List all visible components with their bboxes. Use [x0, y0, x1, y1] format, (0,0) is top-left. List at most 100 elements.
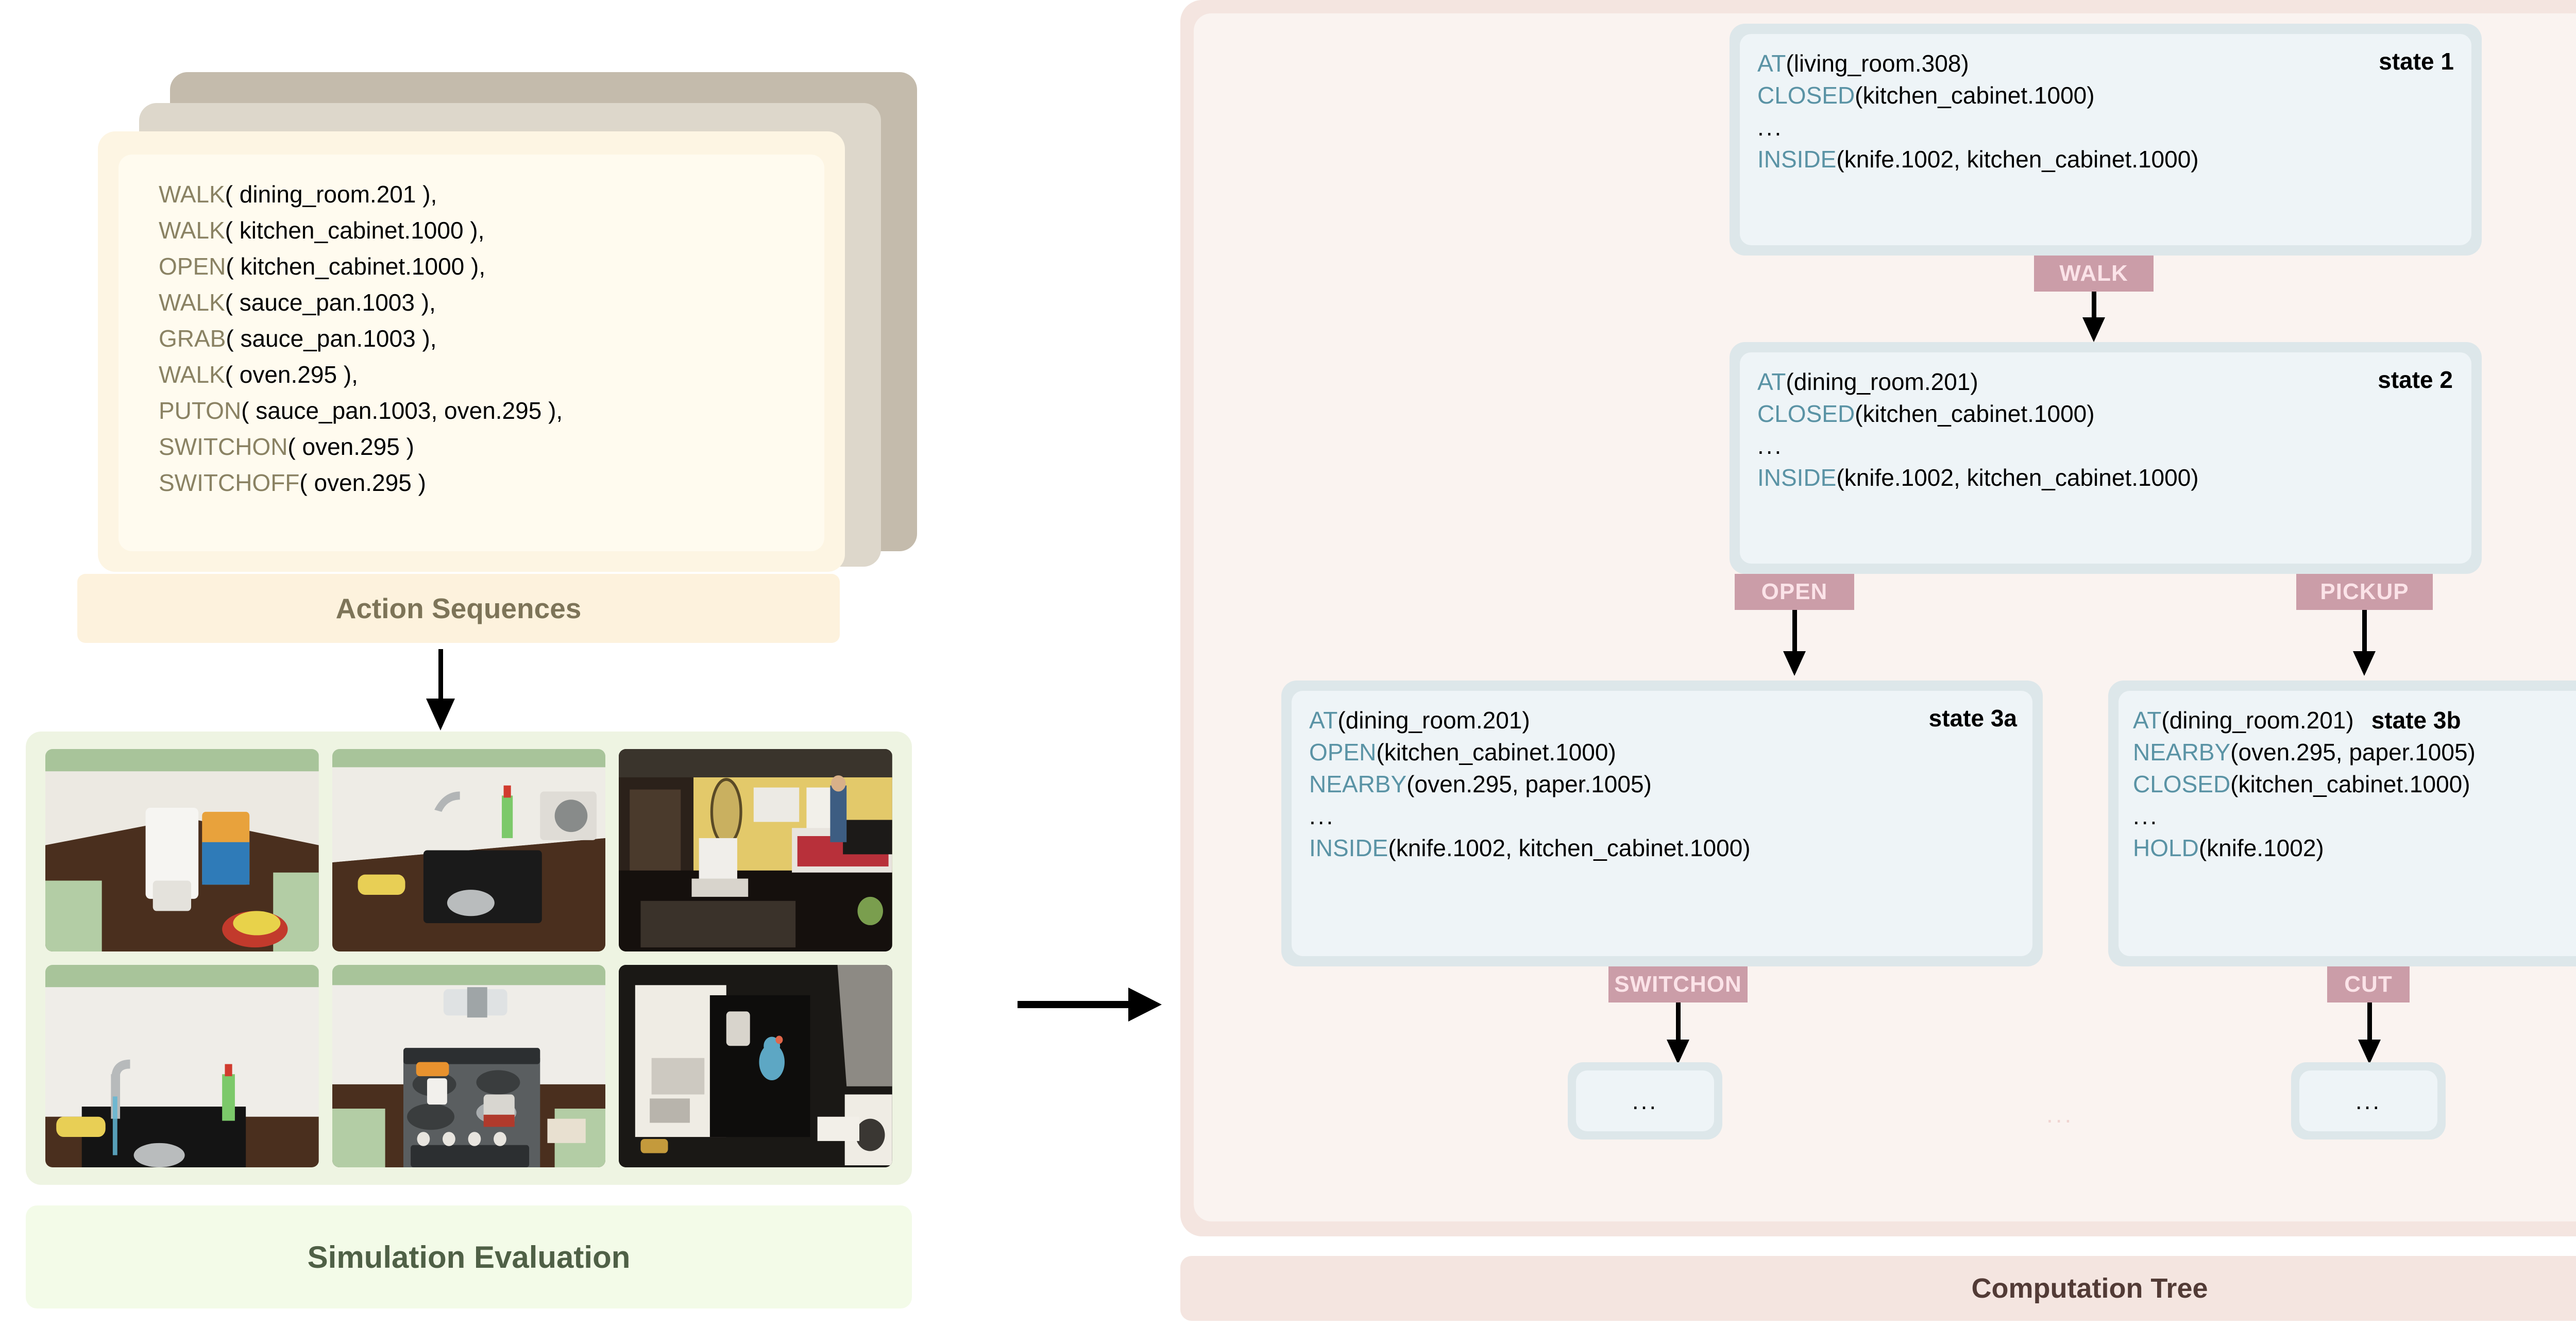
predicate-name: AT	[1757, 368, 1786, 395]
predicate-args: (kitchen_cabinet.1000)	[2230, 771, 2470, 797]
predicate-name: NEARBY	[1309, 771, 1407, 797]
state-node-3b[interactable]: AT(dining_room.201) state 3b NEARBY(oven.…	[2108, 681, 2576, 966]
down-arrow-icon	[2349, 1002, 2390, 1064]
action-sequence-code-block: WALK( dining_room.201 ), WALK( kitchen_c…	[118, 155, 824, 551]
predicate-name: CLOSED	[1757, 400, 1855, 427]
action-args: ( sauce_pan.1003 ),	[225, 289, 436, 316]
action-args: ( oven.295 ),	[225, 361, 358, 388]
predicate-name: AT	[1757, 50, 1786, 77]
state-node-ellipsis-left[interactable]: ...	[1568, 1062, 1722, 1140]
predicate-args: (dining_room.201)	[1337, 707, 1530, 734]
state-node-ellipsis-right[interactable]: ...	[2291, 1062, 2446, 1140]
action-verb: WALK	[159, 217, 225, 244]
state-node-3a[interactable]: AT(dining_room.201) OPEN(kitchen_cabinet…	[1281, 681, 2043, 966]
simulation-evaluation-caption-text: Simulation Evaluation	[307, 1239, 631, 1274]
list-item	[619, 749, 892, 951]
predicate-line: INSIDE(knife.1002, kitchen_cabinet.1000)	[1757, 143, 2454, 175]
action-line: WALK( oven.295 ),	[159, 356, 824, 393]
list-item	[619, 965, 892, 1167]
predicate-name: CLOSED	[1757, 82, 1855, 109]
list-item	[45, 965, 319, 1167]
list-item	[332, 749, 606, 951]
list-item	[332, 965, 606, 1167]
predicate-ellipsis: ...	[1757, 114, 1784, 141]
predicate-name: INSIDE	[1757, 464, 1837, 491]
predicate-name: OPEN	[1309, 739, 1377, 766]
list-item	[45, 749, 319, 951]
predicate-args: (kitchen_cabinet.1000)	[1376, 739, 1616, 766]
action-args: ( oven.295 )	[287, 433, 414, 460]
predicate-args: (dining_room.201)	[2161, 707, 2354, 734]
action-verb: WALK	[159, 289, 225, 316]
predicate-line: AT(dining_room.201) state 3b	[2133, 704, 2576, 736]
action-sequences-caption: Action Sequences	[77, 574, 840, 643]
predicate-line: CLOSED(kitchen_cabinet.1000)	[1757, 79, 2454, 111]
state-label: state 3b	[2371, 707, 2461, 734]
state-ellipsis-label: ...	[1632, 1087, 1658, 1114]
predicate-name: INSIDE	[1309, 835, 1388, 861]
action-chip-label: PICKUP	[2320, 579, 2409, 604]
predicate-line: AT(dining_room.201)	[1309, 704, 2015, 736]
action-line: WALK( dining_room.201 ),	[159, 176, 824, 212]
action-verb: OPEN	[159, 253, 226, 280]
action-verb: WALK	[159, 181, 225, 208]
predicate-name: INSIDE	[1757, 146, 1837, 173]
action-chip-open[interactable]: OPEN	[1735, 574, 1854, 610]
predicate-line: AT(dining_room.201)	[1757, 366, 2454, 398]
action-chip-label: OPEN	[1761, 579, 1828, 604]
action-line: SWITCHON( oven.295 )	[159, 429, 824, 465]
action-chip-cut[interactable]: CUT	[2327, 966, 2410, 1002]
predicate-line: AT(living_room.308)	[1757, 47, 2454, 79]
action-verb: WALK	[159, 361, 225, 388]
predicate-args: (knife.1002, kitchen_cabinet.1000)	[1388, 835, 1751, 861]
action-line: SWITCHOFF( oven.295 )	[159, 465, 824, 501]
predicate-name: CLOSED	[2133, 771, 2231, 797]
predicate-line: OPEN(kitchen_cabinet.1000)	[1309, 736, 2015, 768]
action-chip-walk[interactable]: WALK	[2034, 256, 2154, 292]
predicate-ellipsis: ...	[2133, 803, 2159, 829]
action-sequences-caption-text: Action Sequences	[335, 592, 582, 624]
simulation-pipeline-column: WALK( dining_room.201 ), WALK( kitchen_c…	[21, 0, 999, 1326]
predicate-name: NEARBY	[2133, 739, 2231, 766]
state-ellipsis-label: ...	[2355, 1087, 2382, 1114]
predicate-name: AT	[2133, 707, 2162, 734]
down-arrow-icon	[1774, 610, 1815, 676]
predicate-args: (oven.295, paper.1005)	[2230, 739, 2476, 766]
predicate-ellipsis: ...	[1757, 432, 1784, 459]
predicate-args: (living_room.308)	[1786, 50, 1969, 77]
action-verb: GRAB	[159, 325, 226, 352]
action-verb: SWITCHOFF	[159, 469, 300, 496]
action-verb: PUTON	[159, 397, 242, 424]
predicate-line: NEARBY(oven.295, paper.1005)	[2133, 736, 2576, 768]
predicate-line: CLOSED(kitchen_cabinet.1000)	[1757, 398, 2454, 430]
predicate-line: INSIDE(knife.1002, kitchen_cabinet.1000)	[1309, 832, 2015, 864]
action-args: ( oven.295 )	[299, 469, 426, 496]
action-line: OPEN( kitchen_cabinet.1000 ),	[159, 248, 824, 284]
simulation-screenshot-grid	[26, 732, 912, 1185]
action-verb: SWITCHON	[159, 433, 288, 460]
state-node-2[interactable]: AT(dining_room.201) CLOSED(kitchen_cabin…	[1730, 342, 2482, 574]
action-args: ( dining_room.201 ),	[225, 181, 437, 208]
action-chip-label: WALK	[2059, 261, 2128, 286]
state-label: state 1	[2379, 48, 2454, 75]
state-node-1[interactable]: AT(living_room.308) CLOSED(kitchen_cabin…	[1730, 24, 2482, 256]
action-line: PUTON( sauce_pan.1003, oven.295 ),	[159, 393, 824, 429]
predicate-line: NEARBY(oven.295, paper.1005)	[1309, 768, 2015, 800]
predicate-args: (kitchen_cabinet.1000)	[1855, 82, 2095, 109]
simulation-evaluation-caption: Simulation Evaluation	[26, 1205, 912, 1308]
action-chip-label: CUT	[2344, 972, 2393, 997]
computation-tree-caption: Computation Tree	[1180, 1256, 2576, 1321]
predicate-name: AT	[1309, 707, 1338, 734]
action-args: ( sauce_pan.1003, oven.295 ),	[241, 397, 563, 424]
state-label: state 2	[2378, 366, 2453, 393]
action-chip-switchon[interactable]: SWITCHON	[1608, 966, 1748, 1002]
state-label: state 3a	[1928, 705, 2017, 732]
predicate-args: (oven.295, paper.1005)	[1406, 771, 1652, 797]
computation-tree-caption-text: Computation Tree	[1971, 1273, 2208, 1304]
action-line: GRAB( sauce_pan.1003 ),	[159, 320, 824, 356]
computation-tree-panel: AT(living_room.308) CLOSED(kitchen_cabin…	[1180, 0, 2576, 1236]
down-arrow-icon	[1657, 1002, 1699, 1064]
down-arrow-icon	[2344, 610, 2385, 676]
action-chip-pickup[interactable]: PICKUP	[2296, 574, 2433, 610]
right-arrow-icon	[1018, 987, 1162, 1023]
